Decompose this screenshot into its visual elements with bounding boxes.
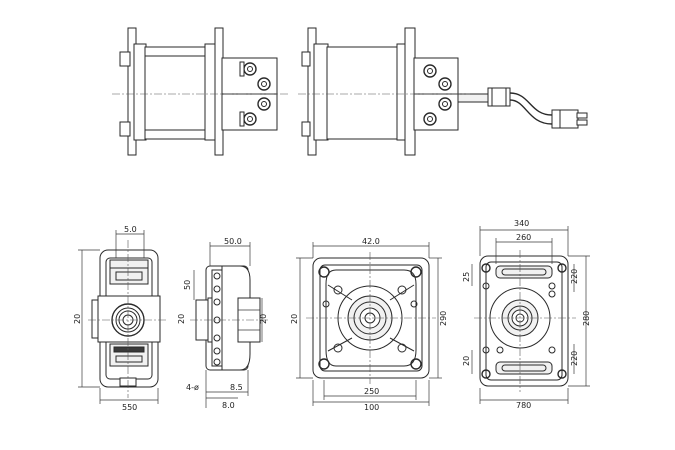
dim-rear-top1: 340 [514,219,529,228]
dim-side-note: 4-ø [186,383,199,392]
dim-rear-r3: 220 [570,351,579,366]
side-view: 50.0 50 20 20 8.5 4-ø 8.0 [177,237,268,410]
dim-rear-top2: 260 [516,233,531,242]
dim-front-top: 5.0 [124,225,137,234]
dim-side-b2: 8.0 [222,401,235,410]
front-view: 5.0 20 550 [73,225,168,412]
dim-side-right: 20 [259,314,268,324]
top-side-view-left [112,27,290,156]
dim-rear-l1: 25 [462,272,471,282]
dim-side-mid: 20 [177,314,186,324]
dim-flange-top: 42.0 [362,237,380,246]
dim-flange-right: 290 [439,311,448,326]
top-side-view-right [298,27,588,156]
dim-rear-bottom: 780 [516,401,531,410]
flange-view: 42.0 20 290 250 100 [290,237,448,412]
dim-rear-r2: 280 [582,311,591,326]
dim-front-left: 20 [73,314,82,324]
rear-view: 340 260 25 20 220 280 220 780 [462,219,591,410]
dim-rear-r1: 220 [570,269,579,284]
dim-front-bottom: 550 [122,403,137,412]
dim-side-b1: 8.5 [230,383,243,392]
dim-flange-b1: 250 [364,387,379,396]
dim-flange-b2: 100 [364,403,379,412]
dim-side-top: 50.0 [224,237,242,246]
dim-flange-left: 20 [290,314,299,324]
dim-rear-l2: 20 [462,356,471,366]
dim-side-left: 50 [183,280,192,290]
